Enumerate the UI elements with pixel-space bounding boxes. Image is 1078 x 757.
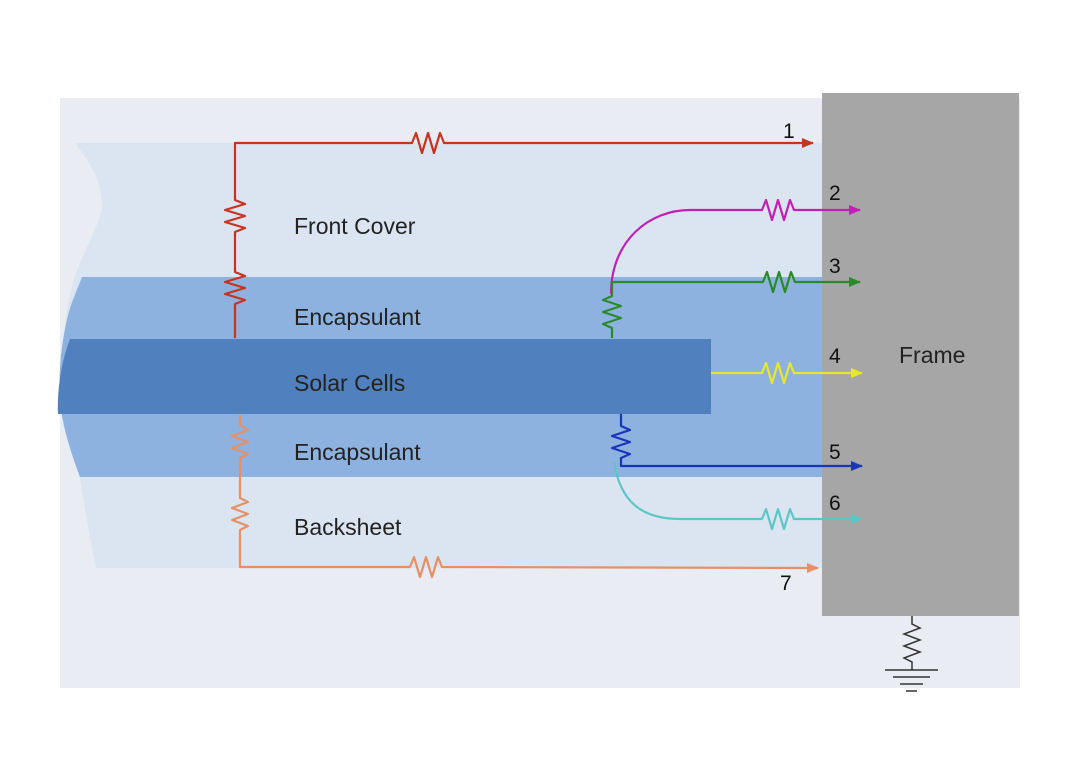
encapsulant-bottom-label: Encapsulant (294, 439, 421, 465)
solar-cells-label: Solar Cells (294, 370, 405, 396)
backsheet-label: Backsheet (294, 514, 402, 540)
leakage-path-5 (610, 414, 863, 471)
path-number-7: 7 (780, 572, 792, 595)
leakage-path-1 (223, 131, 814, 338)
path-number-6: 6 (829, 492, 841, 515)
path-number-1: 1 (783, 120, 795, 143)
solar-cells-layer (57, 339, 711, 414)
leakage-path-6 (612, 461, 863, 531)
ground-icon (885, 616, 938, 692)
path-number-5: 5 (829, 441, 841, 464)
leakage-path-3 (601, 270, 861, 338)
front-cover-label: Front Cover (294, 213, 416, 239)
leakage-path-4 (711, 361, 863, 385)
leakage-path-2 (609, 198, 861, 295)
path-number-4: 4 (829, 345, 841, 368)
frame (822, 93, 1019, 616)
encapsulant-top-label: Encapsulant (294, 304, 421, 330)
path-number-3: 3 (829, 255, 841, 278)
leakage-path-7 (230, 415, 819, 579)
frame-label: Frame (899, 342, 965, 368)
path-number-2: 2 (829, 182, 841, 205)
